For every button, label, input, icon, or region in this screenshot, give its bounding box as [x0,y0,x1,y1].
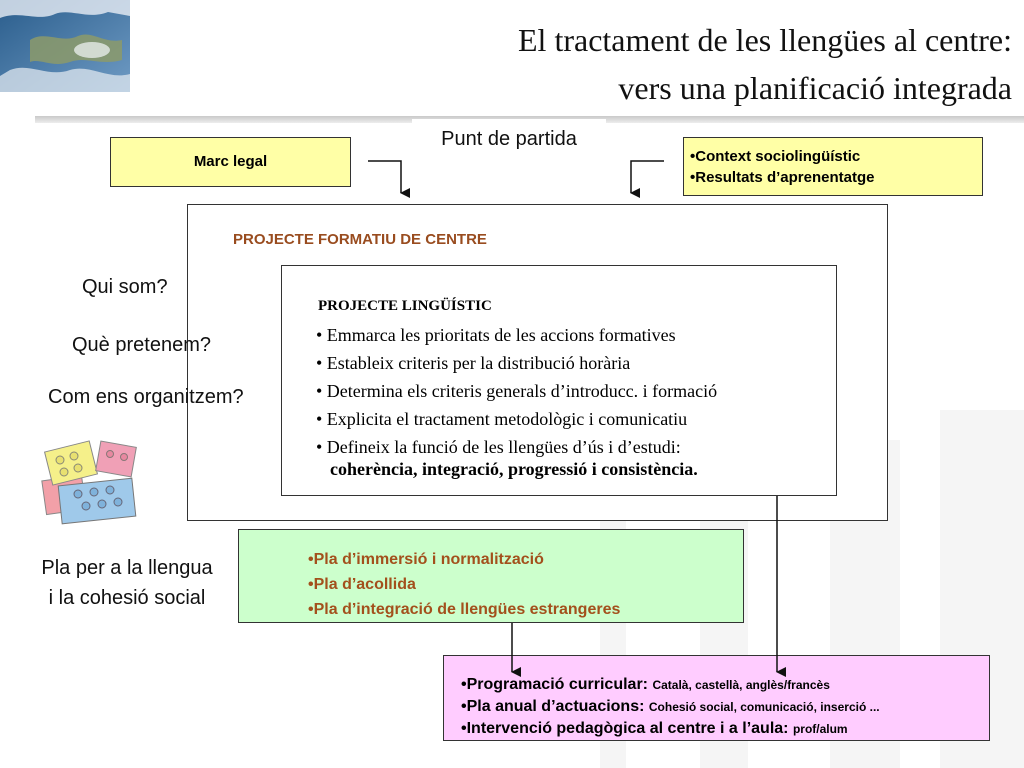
projecte-linguistic-box [281,265,837,496]
question-how-organized: Com ens organitzem? [48,386,244,408]
result-item: •Pla anual d’actuacions: Cohesió social,… [461,696,880,718]
language-plan-label-line-1: Pla per a la llengua [41,557,213,579]
language-plan-label-line-2: i la cohesió social [48,587,206,609]
language-plan-label: Pla per a la llengua i la cohesió social [14,553,240,613]
projecte-formatiu-title: PROJECTE FORMATIU DE CENTRE [233,231,487,248]
question-who-are-we: Qui som? [82,276,168,298]
projecte-linguistic-conclusion: coherència, integració, progressió i con… [330,459,698,479]
plan-item: •Pla d’acollida [308,576,416,593]
list-item: • Defineix la funció de les llengües d’ú… [316,437,681,457]
arrow-legal-to-project [368,160,410,198]
list-item: • Determina els criteris generals d’intr… [316,381,718,401]
plan-item: •Pla d’immersió i normalització [308,551,544,568]
result-item-detail: Cohesió social, comunicació, inserció ..… [648,700,880,714]
plans-box [238,529,744,623]
context-item: •Context sociolingüístic [690,148,861,165]
result-item-main: •Pla anual d’actuacions: [461,698,649,715]
legal-framework-label: Marc legal [193,153,268,170]
results-box [443,655,990,741]
question-what-do-we-aim: Què pretenem? [72,334,211,356]
list-item: • Emmarca les prioritats de les accions … [316,325,676,345]
result-item-detail: Català, castellà, anglès/francès [652,678,830,692]
projecte-linguistic-list: • Emmarca les prioritats de les accions … [316,321,717,461]
result-item: •Intervenció pedagògica al centre i a l’… [461,718,880,740]
result-item-detail: prof/alum [792,722,848,736]
slide-title-line-2: vers una planificació integrada [618,70,1012,106]
result-item-main: •Intervenció pedagògica al centre i a l’… [461,720,793,737]
start-label-background [412,119,606,161]
projecte-linguistic-title: PROJECTE LINGÜÍSTIC [318,298,492,314]
starting-point-label: Punt de partida [441,128,577,150]
list-item: • Estableix criteris per la distribució … [316,353,631,373]
plan-item: •Pla d’integració de llengües estrangere… [308,601,621,618]
results-list: •Programació curricular: Català, castell… [461,674,880,740]
slide-title-line-1: El tractament de les llengües al centre: [518,22,1012,58]
toy-blocks-image [38,438,150,526]
context-item: •Resultats d’aprenentatge [690,169,875,186]
result-item: •Programació curricular: Català, castell… [461,674,880,696]
legal-framework-box [110,137,351,187]
list-item: • Explicita el tractament metodològic i … [316,409,688,429]
result-item-main: •Programació curricular: [461,676,653,693]
globe-satellite-image [0,0,130,92]
plans-list: •Pla d’immersió i normalització •Pla d’a… [308,547,620,622]
arrow-context-to-project [630,160,664,198]
context-list: •Context sociolingüístic •Resultats d’ap… [690,146,874,188]
context-box [683,137,983,196]
